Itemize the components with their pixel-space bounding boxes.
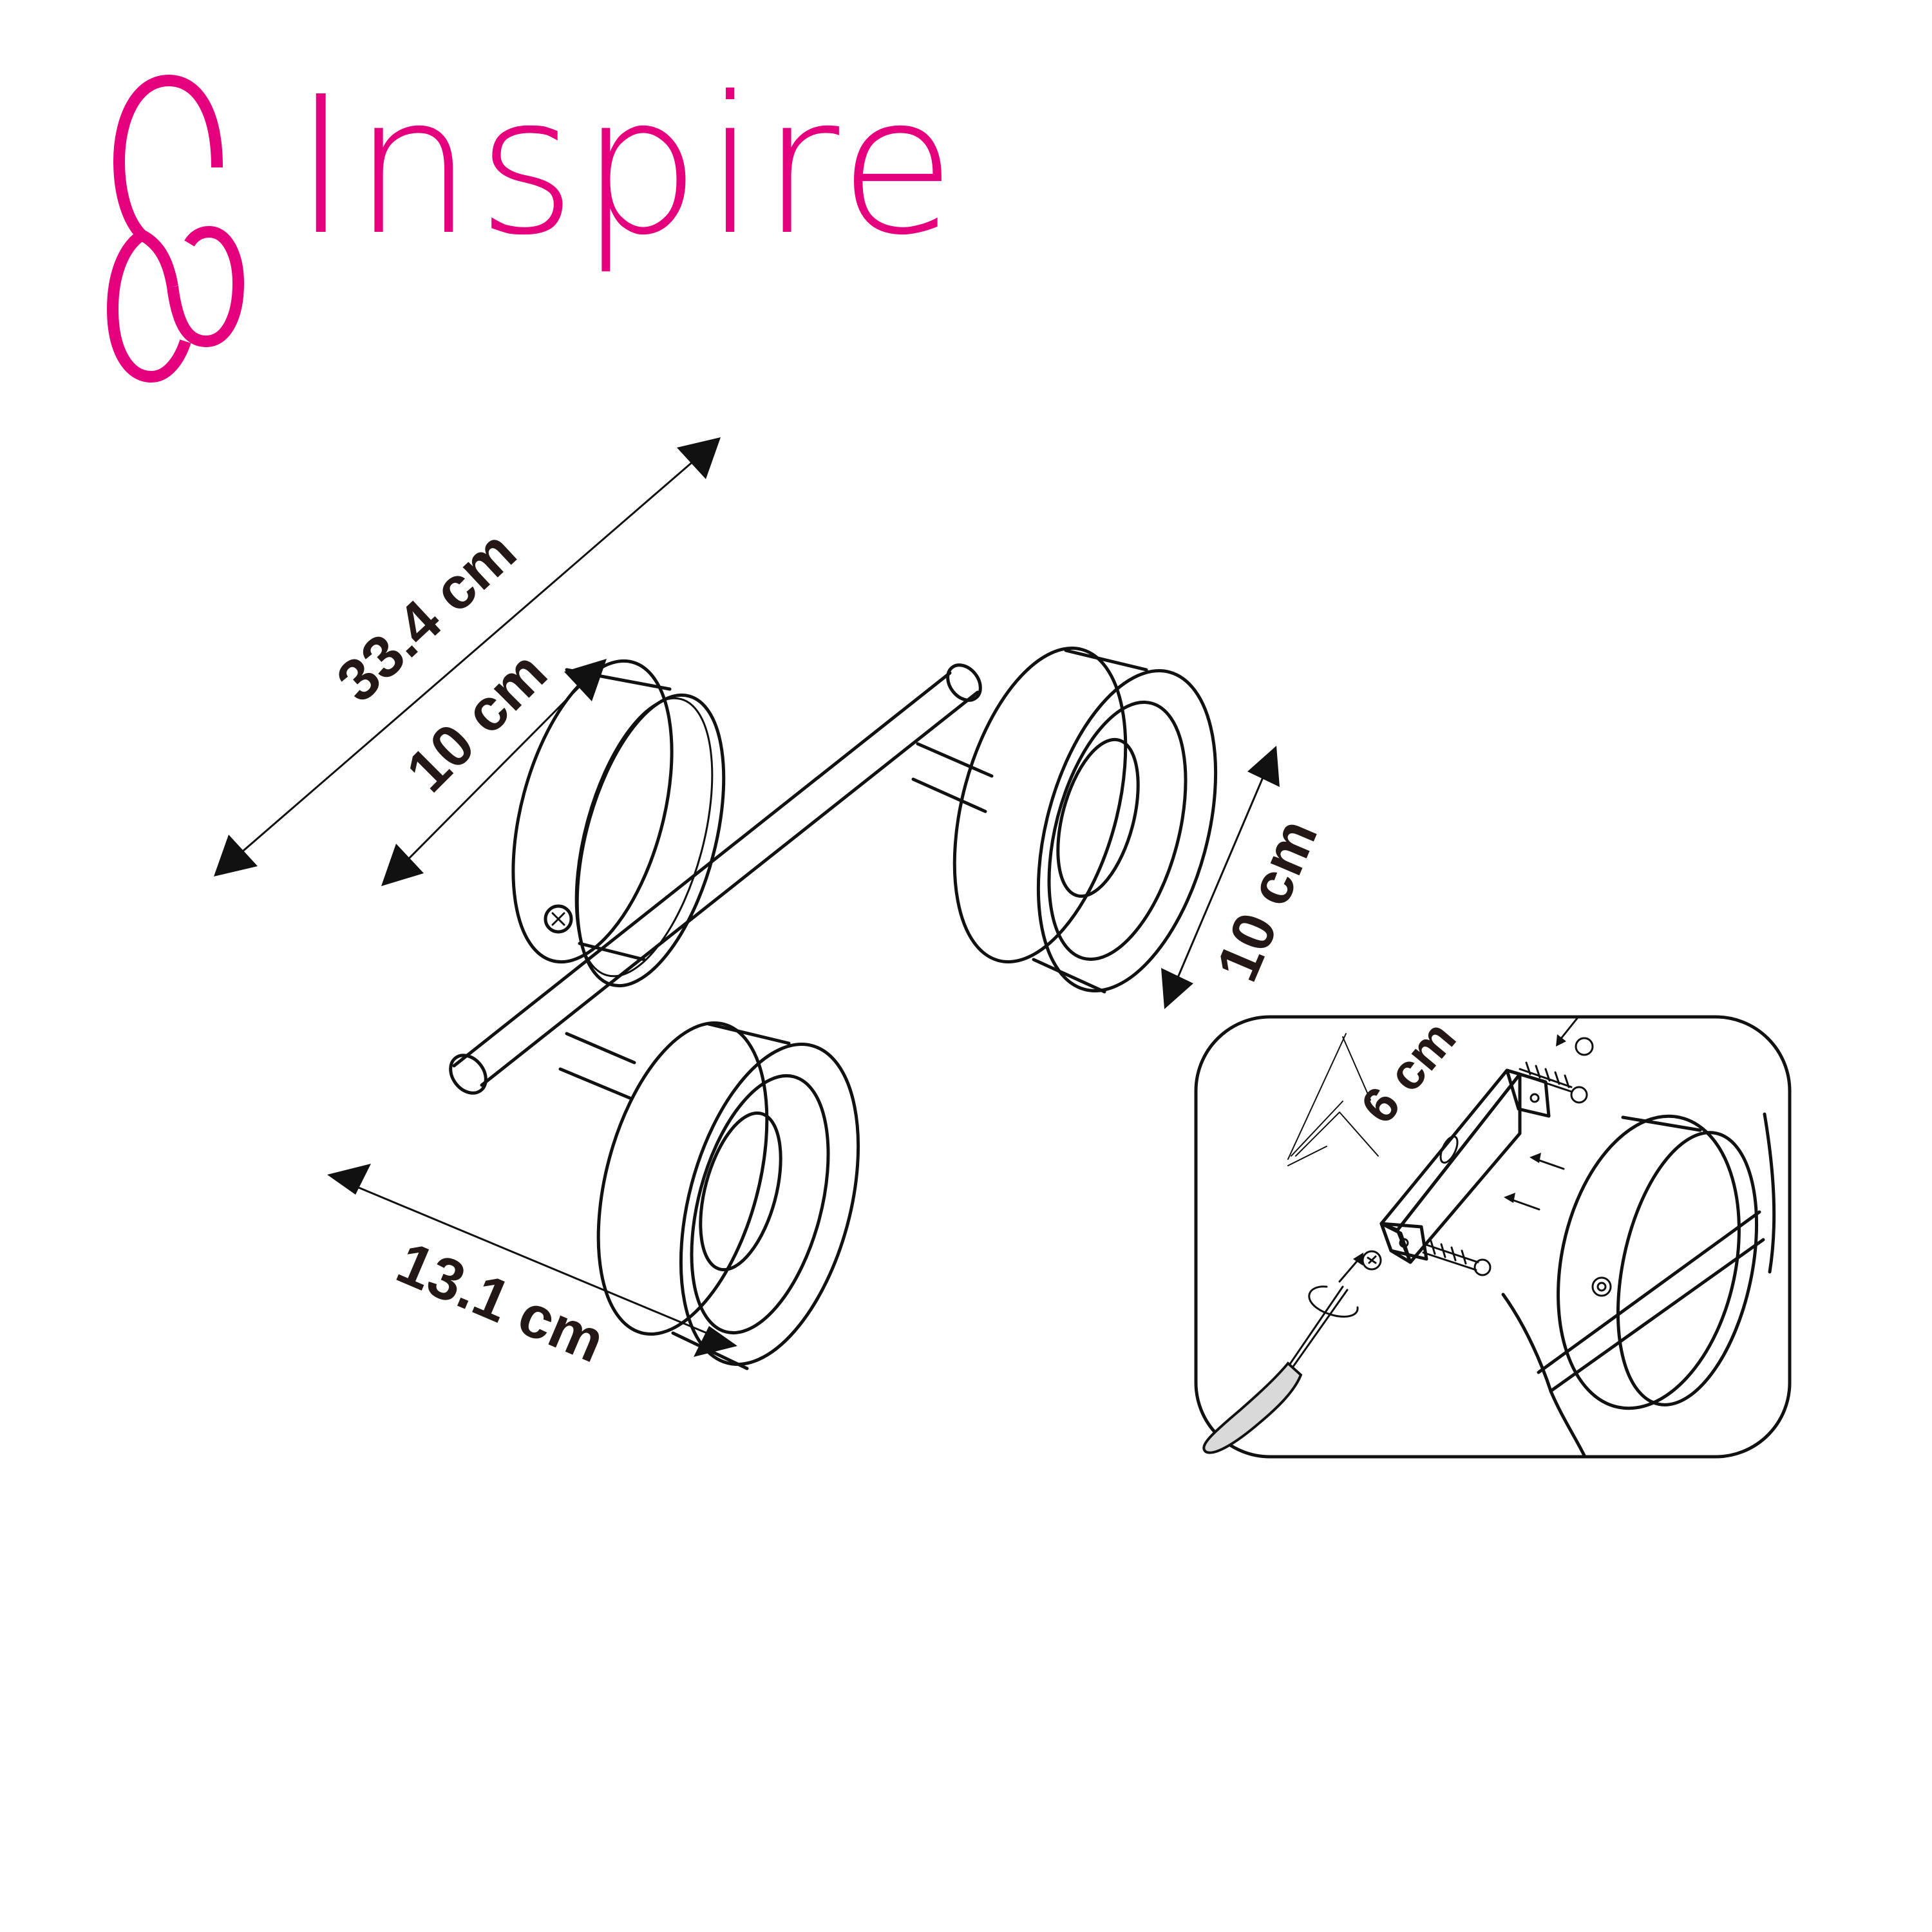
inset-frame — [1194, 1015, 1792, 1459]
screwdriver-icon — [1202, 1285, 1359, 1454]
dimension-label-depth: 13.1 cm — [388, 1230, 614, 1376]
dimension-depth: 13.1 cm — [327, 1164, 737, 1375]
spotlight-lower — [596, 1021, 860, 1370]
fixture-bar — [449, 663, 982, 1095]
fixture-base-inset — [1501, 1112, 1776, 1457]
arrowhead-icon — [327, 1164, 371, 1195]
arrowhead-icon — [1247, 746, 1280, 787]
fixture-drawing — [449, 647, 1218, 1370]
wall-plug-icon — [1575, 1037, 1594, 1056]
lower-arm — [558, 1032, 636, 1100]
screw-icon — [544, 904, 573, 934]
upper-arm — [911, 742, 994, 813]
direction-arrows — [1338, 1016, 1579, 1283]
screw-icon — [1422, 1240, 1492, 1276]
arrowhead-icon — [214, 835, 258, 876]
arrowhead-icon — [677, 437, 721, 479]
mounting-inset: 6 cm — [1194, 1010, 1792, 1459]
dimension-spot-spacing: 10 cm — [381, 639, 607, 886]
dimension-label-spot-diameter: 10 cm — [1204, 810, 1331, 990]
brand-name: Inspire — [293, 55, 960, 277]
arrowhead-icon — [381, 844, 424, 886]
dimension-overall-length: 33.4 cm — [214, 437, 721, 876]
screw-icon — [1519, 1061, 1588, 1104]
cloud-knot-icon — [106, 74, 245, 383]
spotlight-upper — [952, 647, 1218, 994]
brand-logo: Inspire — [106, 55, 960, 383]
dimension-label-bracket-length: 6 cm — [1350, 1010, 1467, 1134]
dimension-bracket-length: 6 cm — [1287, 1010, 1467, 1166]
mounting-base — [511, 659, 726, 988]
arrowhead-icon — [1161, 968, 1193, 1009]
